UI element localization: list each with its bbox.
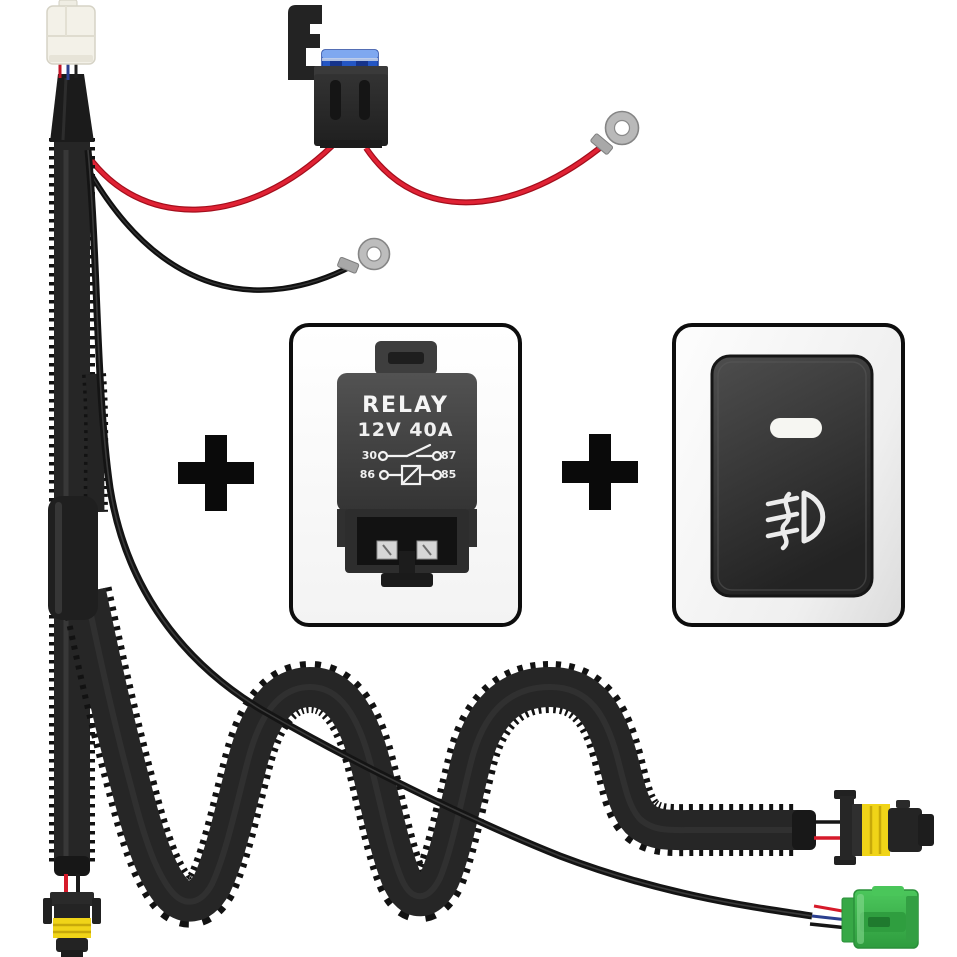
relay-schematic-icon — [377, 443, 443, 486]
ring-terminal-power — [590, 110, 640, 155]
fuse-holder-bracket — [288, 5, 326, 80]
white-vehicle-connector — [46, 0, 96, 80]
switch-signal-cable — [84, 149, 813, 920]
green-switch-connector — [809, 886, 919, 949]
power-wire-red-left — [81, 143, 335, 213]
switch-card — [672, 323, 905, 627]
relay-rating: 12V 40A — [357, 419, 454, 441]
fog-light-icon — [765, 490, 826, 551]
harness-junction-sleeve — [48, 496, 98, 620]
ring-terminal-ground — [337, 237, 391, 274]
relay-pin-86: 86 — [359, 468, 375, 481]
relay-pin-85: 85 — [441, 468, 457, 481]
indicator-window — [770, 418, 822, 438]
relay-socket — [345, 509, 469, 587]
plus-icon: + — [178, 435, 254, 511]
relay-card: RELAY 12V 40A 30 87 86 85 — [289, 323, 522, 627]
corrugated-tubing-stub — [82, 373, 109, 513]
relay-pin-30: 30 — [361, 449, 377, 462]
relay-graphic — [337, 341, 477, 587]
yellow-seal-lamp-connector-left — [43, 856, 101, 957]
corrugated-tubing-wave — [60, 586, 798, 928]
fog-switch-graphic — [710, 354, 874, 598]
ground-wire-black — [81, 160, 354, 293]
relay-body — [337, 373, 477, 512]
fuse-holder-icon — [314, 66, 388, 148]
relay-pin-87: 87 — [441, 449, 457, 462]
yellow-seal-lamp-connector-right — [792, 790, 934, 865]
relay-title: RELAY — [362, 393, 449, 418]
power-wire-red-right — [363, 140, 608, 206]
plus-icon: + — [562, 434, 638, 510]
heat-shrink-taper — [50, 74, 94, 142]
switch-button — [710, 354, 874, 598]
